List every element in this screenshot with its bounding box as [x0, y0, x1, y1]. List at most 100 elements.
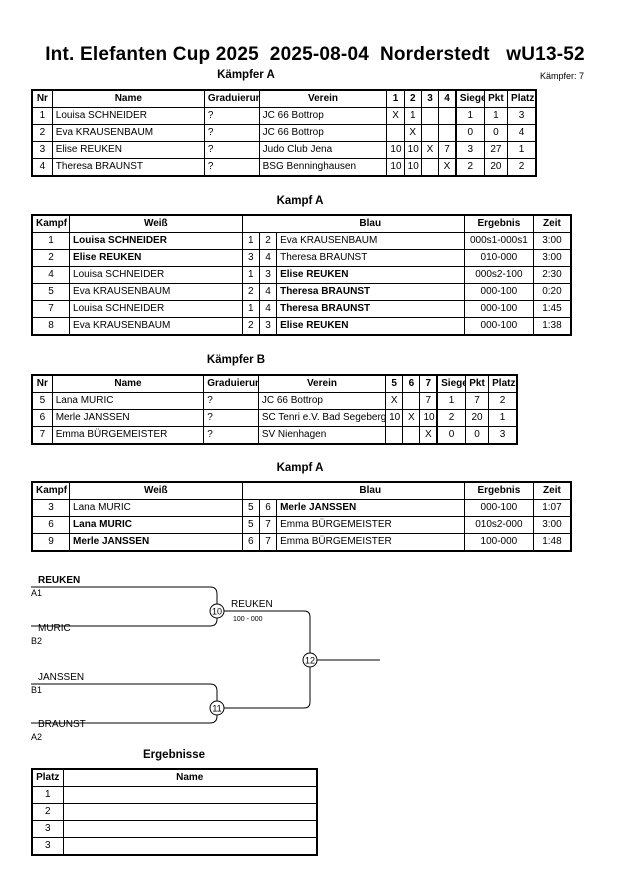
r3 [420, 158, 440, 177]
col-zeit: Zeit [532, 481, 572, 500]
col-n1 [241, 481, 260, 500]
name [62, 837, 318, 856]
n1: 2 [241, 317, 260, 336]
siege: 0 [454, 124, 485, 142]
weiss: Lana MURIC [69, 516, 243, 534]
col-7: 7 [419, 374, 438, 393]
platz: 4 [507, 124, 537, 142]
r1 [385, 426, 404, 445]
n1: 1 [241, 232, 260, 250]
zeit: 1:07 [532, 499, 572, 517]
n1: 1 [241, 300, 260, 318]
siege: 1 [436, 392, 466, 410]
blau: Emma BÜRGEMEISTER [276, 533, 465, 552]
pkt: 20 [483, 158, 509, 177]
col-5: 5 [385, 374, 404, 393]
n2: 4 [258, 283, 278, 301]
siege: 0 [436, 426, 466, 445]
bracket-line-m12 [224, 610, 311, 709]
col-verein: Verein [258, 89, 388, 108]
col-grad: Graduierung [203, 374, 259, 393]
weiss: Eva KRAUSENBAUM [69, 317, 243, 336]
col-n1 [241, 214, 260, 233]
col-siege: Siege [436, 374, 466, 393]
col-blau: Blau [276, 481, 465, 500]
bracket-seed-2: B2 [31, 636, 42, 646]
match-circle-10 [209, 603, 225, 619]
nr: 5 [31, 392, 53, 410]
name: Elise REUKEN [51, 141, 205, 159]
bracket-score-10: 100 - 000 [233, 616, 263, 623]
r1: 10 [385, 409, 404, 427]
kampf-a-title-2: Kampf A [276, 462, 324, 474]
col-4: 4 [438, 89, 457, 108]
platz: 1 [31, 786, 64, 804]
zeit: 1:45 [532, 300, 572, 318]
name: Louisa SCHNEIDER [51, 107, 205, 125]
siege: 2 [454, 158, 485, 177]
group-a-table: Nr Name Graduierung Verein 1 2 3 4 Siege… [31, 89, 537, 177]
kampf: 8 [31, 317, 71, 336]
match-num-12: 12 [305, 656, 315, 666]
platz: 3 [31, 837, 64, 856]
weiss: Eva KRAUSENBAUM [69, 283, 243, 301]
bracket-name-2: MURIC [38, 623, 71, 634]
ergebnis: 000s2-100 [463, 266, 534, 284]
col-name: Name [51, 374, 205, 393]
col-siege: Siege [454, 89, 485, 108]
col-2: 2 [403, 89, 422, 108]
n1: 6 [241, 533, 260, 552]
bracket-line-m11 [31, 683, 218, 724]
r4: 7 [438, 141, 457, 159]
pkt: 0 [483, 124, 509, 142]
r2: 1 [403, 107, 422, 125]
zeit: 2:30 [532, 266, 572, 284]
col-6: 6 [402, 374, 421, 393]
platz: 3 [507, 107, 537, 125]
col-blau: Blau [276, 214, 465, 233]
r4: X [438, 158, 457, 177]
bracket-seed-3: B1 [31, 685, 42, 695]
bracket-name-1: REUKEN [38, 575, 80, 586]
verein: SV Nienhagen [257, 426, 387, 445]
group-a-header-row: Nr Name Graduierung Verein 1 2 3 4 Siege… [31, 89, 537, 108]
grad: ? [203, 124, 260, 142]
col-verein: Verein [257, 374, 387, 393]
n2: 7 [258, 533, 278, 552]
blau: Elise REUKEN [276, 317, 465, 336]
col-pkt: Pkt [464, 374, 490, 393]
table-row: 2 [31, 803, 318, 821]
group-a-title: Kämpfer A [217, 69, 275, 81]
ergebnis: 000-100 [463, 300, 534, 318]
nr: 6 [31, 409, 53, 427]
blau: Elise REUKEN [276, 266, 465, 284]
n1: 1 [241, 266, 260, 284]
col-pkt: Pkt [483, 89, 509, 108]
col-name: Name [62, 768, 318, 787]
r4 [438, 124, 457, 142]
col-name: Name [51, 89, 205, 108]
platz: 3 [488, 426, 518, 445]
col-platz: Platz [31, 768, 64, 787]
platz: 3 [31, 820, 64, 838]
n1: 5 [241, 499, 260, 517]
grad: ? [203, 107, 260, 125]
kampf: 1 [31, 232, 71, 250]
r3 [420, 124, 440, 142]
r3: X [420, 141, 440, 159]
bracket-name-4: BRAUNST [38, 719, 86, 730]
kampf: 7 [31, 300, 71, 318]
ergebnis: 000-100 [463, 317, 534, 336]
grad: ? [203, 158, 260, 177]
